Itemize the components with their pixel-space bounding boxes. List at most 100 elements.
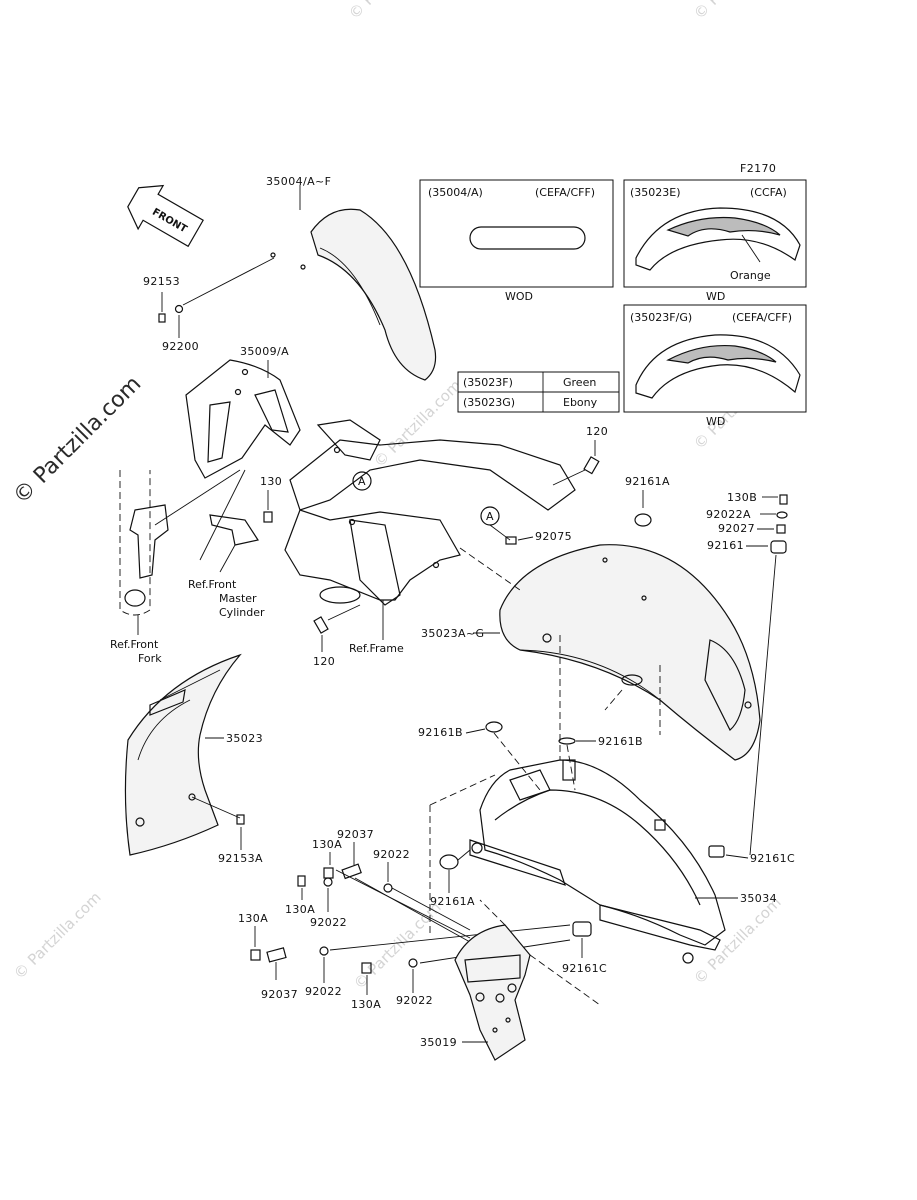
- circle-a-label: A: [358, 475, 366, 488]
- callout-35004: 35004/A~F: [266, 175, 331, 188]
- callout-130a-2: 130A: [285, 903, 315, 916]
- color-table-part: (35023G): [463, 396, 515, 409]
- callout-35019: 35019: [420, 1036, 457, 1049]
- callout-92022-3: 92022: [305, 985, 342, 998]
- callout-35009: 35009/A: [240, 345, 289, 358]
- inset-color: Orange: [730, 269, 771, 282]
- damper-icon: [634, 513, 652, 527]
- collar-icon: [341, 863, 362, 880]
- callout-92027: 92027: [718, 522, 755, 535]
- callout-92161: 92161: [707, 539, 744, 552]
- inset-caption: WD: [706, 415, 725, 428]
- figure-code: F2170: [740, 162, 776, 175]
- inset-region: (CCFA): [750, 186, 787, 199]
- callout-35034: 35034: [740, 892, 777, 905]
- callout-35023: 35023: [226, 732, 263, 745]
- circle-a-marker: [352, 471, 372, 491]
- watermark-text: © Partzilla.com: [370, 376, 465, 471]
- ref-master-cyl: Master: [219, 592, 257, 605]
- washer-icon: [174, 304, 184, 314]
- callout-130a-4: 130A: [351, 998, 381, 1011]
- bolt-icon: [297, 875, 306, 887]
- callout-130b: 130B: [727, 491, 757, 504]
- callout-92022-4: 92022: [396, 994, 433, 1007]
- callout-92022-2: 92022: [310, 916, 347, 929]
- inset-caption: WOD: [505, 290, 533, 303]
- callout-92037-2: 92037: [261, 988, 298, 1001]
- callout-92037-1: 92037: [337, 828, 374, 841]
- callout-92161a-bottom: 92161A: [430, 895, 475, 908]
- callout-120-top: 120: [586, 425, 608, 438]
- washer-icon: [776, 511, 788, 519]
- inset-box-35004a: (35004/A) (CEFA/CFF) WOD: [419, 179, 614, 303]
- ref-fork: Fork: [138, 652, 162, 665]
- inset-box-35023e: (35023E) (CCFA) Orange WD: [623, 179, 807, 303]
- callout-92161c-bottom: 92161C: [562, 962, 607, 975]
- bolt-icon: [158, 313, 166, 323]
- inset-part-number: (35023E): [630, 186, 681, 199]
- watermark-text: © Partzilla.com: [10, 888, 105, 983]
- damper-icon: [572, 921, 592, 937]
- inset-box-35023fg: (35023F/G) (CEFA/CFF) WD: [623, 304, 807, 428]
- ref-fork: Ref.Front: [110, 638, 159, 651]
- watermark-text: © Partzilla.com: [690, 893, 785, 988]
- inset-region: (CEFA/CFF): [535, 186, 595, 199]
- callout-92200: 92200: [162, 340, 199, 353]
- ref-master-cyl: Cylinder: [219, 606, 265, 619]
- callout-120-bottom: 120: [313, 655, 335, 668]
- damper-icon: [770, 540, 787, 554]
- callout-92153a: 92153A: [218, 852, 263, 865]
- rear-fender-bracket: [469, 759, 726, 964]
- color-table-part: (35023F): [463, 376, 513, 389]
- watermark-text: © Partzilla.com: [690, 0, 785, 23]
- callout-92075: 92075: [535, 530, 572, 543]
- watermark-layer: © Partzilla.com © Partzilla.com © Partzi…: [9, 0, 785, 993]
- license-flap-35019: [454, 924, 531, 1061]
- fender-bracket: [185, 359, 301, 479]
- color-table-color: Ebony: [563, 396, 598, 409]
- callout-130a-3: 130A: [238, 912, 268, 925]
- bolt-icon: [313, 616, 329, 634]
- callout-92022-1: 92022: [373, 848, 410, 861]
- grommet-icon: [505, 536, 517, 545]
- rear-fender: [499, 544, 761, 761]
- watermark-logo-text: © Partzilla.com: [9, 372, 147, 510]
- inset-region: (CEFA/CFF): [732, 311, 792, 324]
- inset-part-number: (35023F/G): [630, 311, 692, 324]
- damper-icon: [439, 854, 459, 870]
- callout-92161b-left: 92161B: [418, 726, 463, 739]
- lower-fender-extension: [124, 653, 242, 856]
- bolt-icon: [323, 867, 334, 879]
- front-arrow-icon: FRONT: [127, 184, 204, 248]
- watermark-text: © Partzilla.com: [345, 0, 440, 23]
- callout-92161b-right: 92161B: [598, 735, 643, 748]
- pad-icon: [558, 737, 576, 745]
- collar-icon: [776, 524, 786, 534]
- pad-icon: [485, 721, 503, 733]
- callout-92161a-top: 92161A: [625, 475, 670, 488]
- front-fork-ref: [119, 470, 169, 616]
- rear-frame-ref: [284, 419, 576, 606]
- callout-92022a: 92022A: [706, 508, 751, 521]
- callout-35023a: 35023A~G: [421, 627, 484, 640]
- ref-frame: Ref.Frame: [349, 642, 404, 655]
- bolt-icon: [779, 494, 788, 505]
- washer-icon: [323, 877, 333, 887]
- bolt-icon: [236, 814, 245, 825]
- bolt-icon: [263, 511, 273, 523]
- washer-icon: [383, 883, 393, 893]
- callout-130: 130: [260, 475, 282, 488]
- front-fender: [270, 208, 437, 381]
- damper-icon: [708, 845, 725, 858]
- washer-icon: [408, 958, 418, 968]
- washer-icon: [319, 946, 329, 956]
- collar-icon: [266, 947, 287, 963]
- circle-a-label: A: [486, 510, 494, 523]
- front-arrow-label: FRONT: [150, 207, 189, 236]
- callout-92153: 92153: [143, 275, 180, 288]
- color-table-color: Green: [563, 376, 596, 389]
- callout-130a-1: 130A: [312, 838, 342, 851]
- color-table: (35023F) Green (35023G) Ebony: [457, 371, 620, 413]
- ref-master-cyl: Ref.Front: [188, 578, 237, 591]
